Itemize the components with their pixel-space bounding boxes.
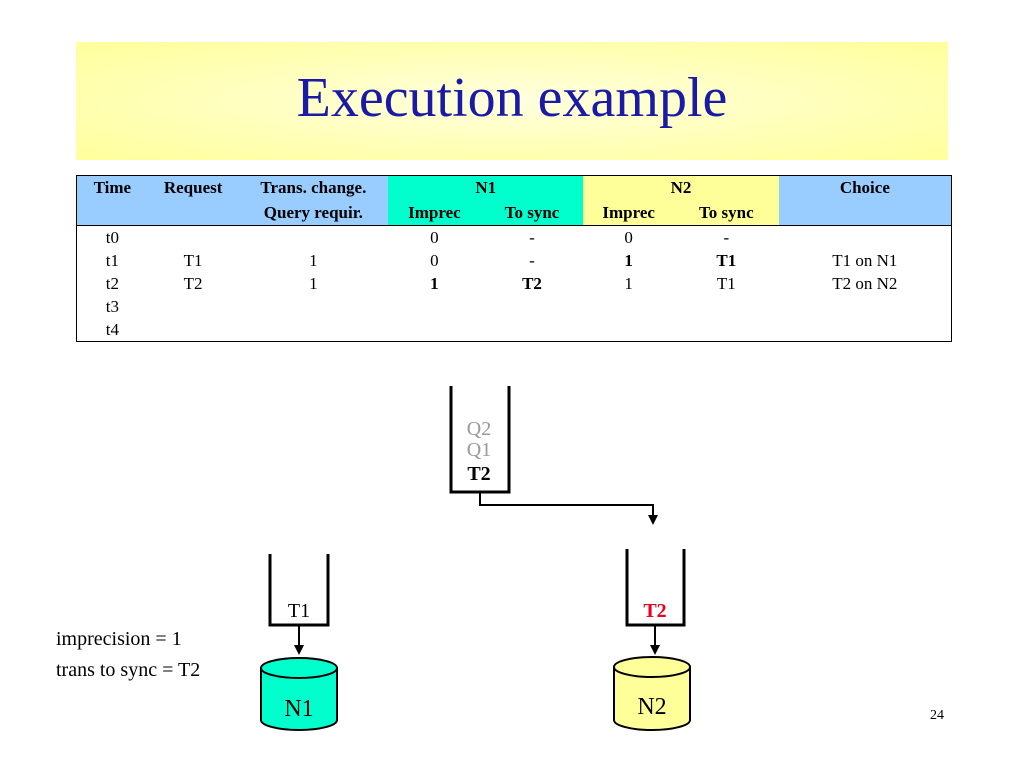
header2-cell: Imprec	[583, 200, 674, 226]
table-cell: -	[723, 227, 730, 247]
header2-cell	[778, 200, 952, 226]
table-row: t3	[77, 295, 952, 318]
table-cell: 1	[430, 273, 439, 293]
header2-cell: Query requir.	[238, 200, 389, 226]
trans-sync-note: trans to sync = T2	[56, 659, 201, 681]
table-cell: 1	[624, 273, 633, 293]
table-cell: -	[529, 250, 535, 270]
table-cell: 0	[430, 250, 439, 270]
queue-item-q1: Q1	[467, 439, 491, 461]
col-n2-header: N2	[583, 175, 779, 200]
table-cell: T2 on N2	[832, 273, 898, 293]
header2-cell	[147, 200, 239, 226]
table-row: t1 T1 1 0 - 1 T1 T1 on N1	[77, 249, 952, 272]
header-row-2: Query requir. Imprec To sync Imprec To s…	[76, 200, 952, 226]
col-choice-header: Choice	[778, 175, 952, 200]
table-cell: 1	[624, 250, 633, 270]
table-cell: t0	[105, 227, 119, 247]
table-cell: 0	[624, 227, 633, 247]
table-cell: t1	[105, 250, 119, 270]
queue-item-t2: T2	[467, 463, 490, 485]
table-row: t4	[77, 318, 952, 342]
table-cell: t4	[105, 319, 119, 339]
table-cell: T2	[522, 273, 542, 293]
col-n1-header: N1	[388, 175, 584, 200]
table-cell: T1	[716, 273, 736, 293]
table-cell: T1	[183, 250, 203, 270]
table-cell: 0	[430, 227, 439, 247]
table-cell: t2	[105, 273, 119, 293]
col-request-header: Request	[147, 175, 239, 200]
col-time-header: Time	[76, 175, 148, 200]
header2-cell	[76, 200, 148, 226]
slide-title: Execution example	[296, 67, 728, 129]
table-cell: -	[529, 227, 535, 247]
imprecision-note: imprecision = 1	[56, 628, 182, 650]
table-cell: 1	[309, 250, 318, 270]
execution-table: Time Request Trans. change. N1 N2 Choice…	[76, 175, 952, 342]
table-cell: T2	[183, 273, 203, 293]
n1-database: N1	[260, 657, 338, 731]
table-cell: T1	[716, 250, 737, 270]
header2-cell: Imprec	[388, 200, 481, 226]
table-row: t0 0 - 0 -	[77, 226, 952, 250]
header2-cell: To sync	[480, 200, 584, 226]
header2-cell: To sync	[673, 200, 779, 226]
n2-queue-item: T2	[643, 600, 666, 622]
table-cell: 1	[309, 273, 318, 293]
header-row-1: Time Request Trans. change. N1 N2 Choice	[76, 175, 952, 200]
n1-queue-item: T1	[288, 600, 310, 622]
n2-label: N2	[637, 694, 666, 720]
table-cell: T1 on N1	[832, 250, 898, 270]
table-row: t2 T2 1 1 T2 1 T1 T2 on N2	[77, 272, 952, 295]
table-cell: t3	[105, 296, 119, 316]
routing-arrow	[479, 492, 658, 525]
n2-database: N2	[613, 656, 691, 731]
queue-item-q2: Q2	[467, 418, 491, 440]
n1-label: N1	[284, 696, 313, 722]
title-band: Execution example	[76, 42, 948, 160]
col-trans-header: Trans. change.	[238, 175, 389, 200]
page-number: 24	[930, 708, 944, 723]
